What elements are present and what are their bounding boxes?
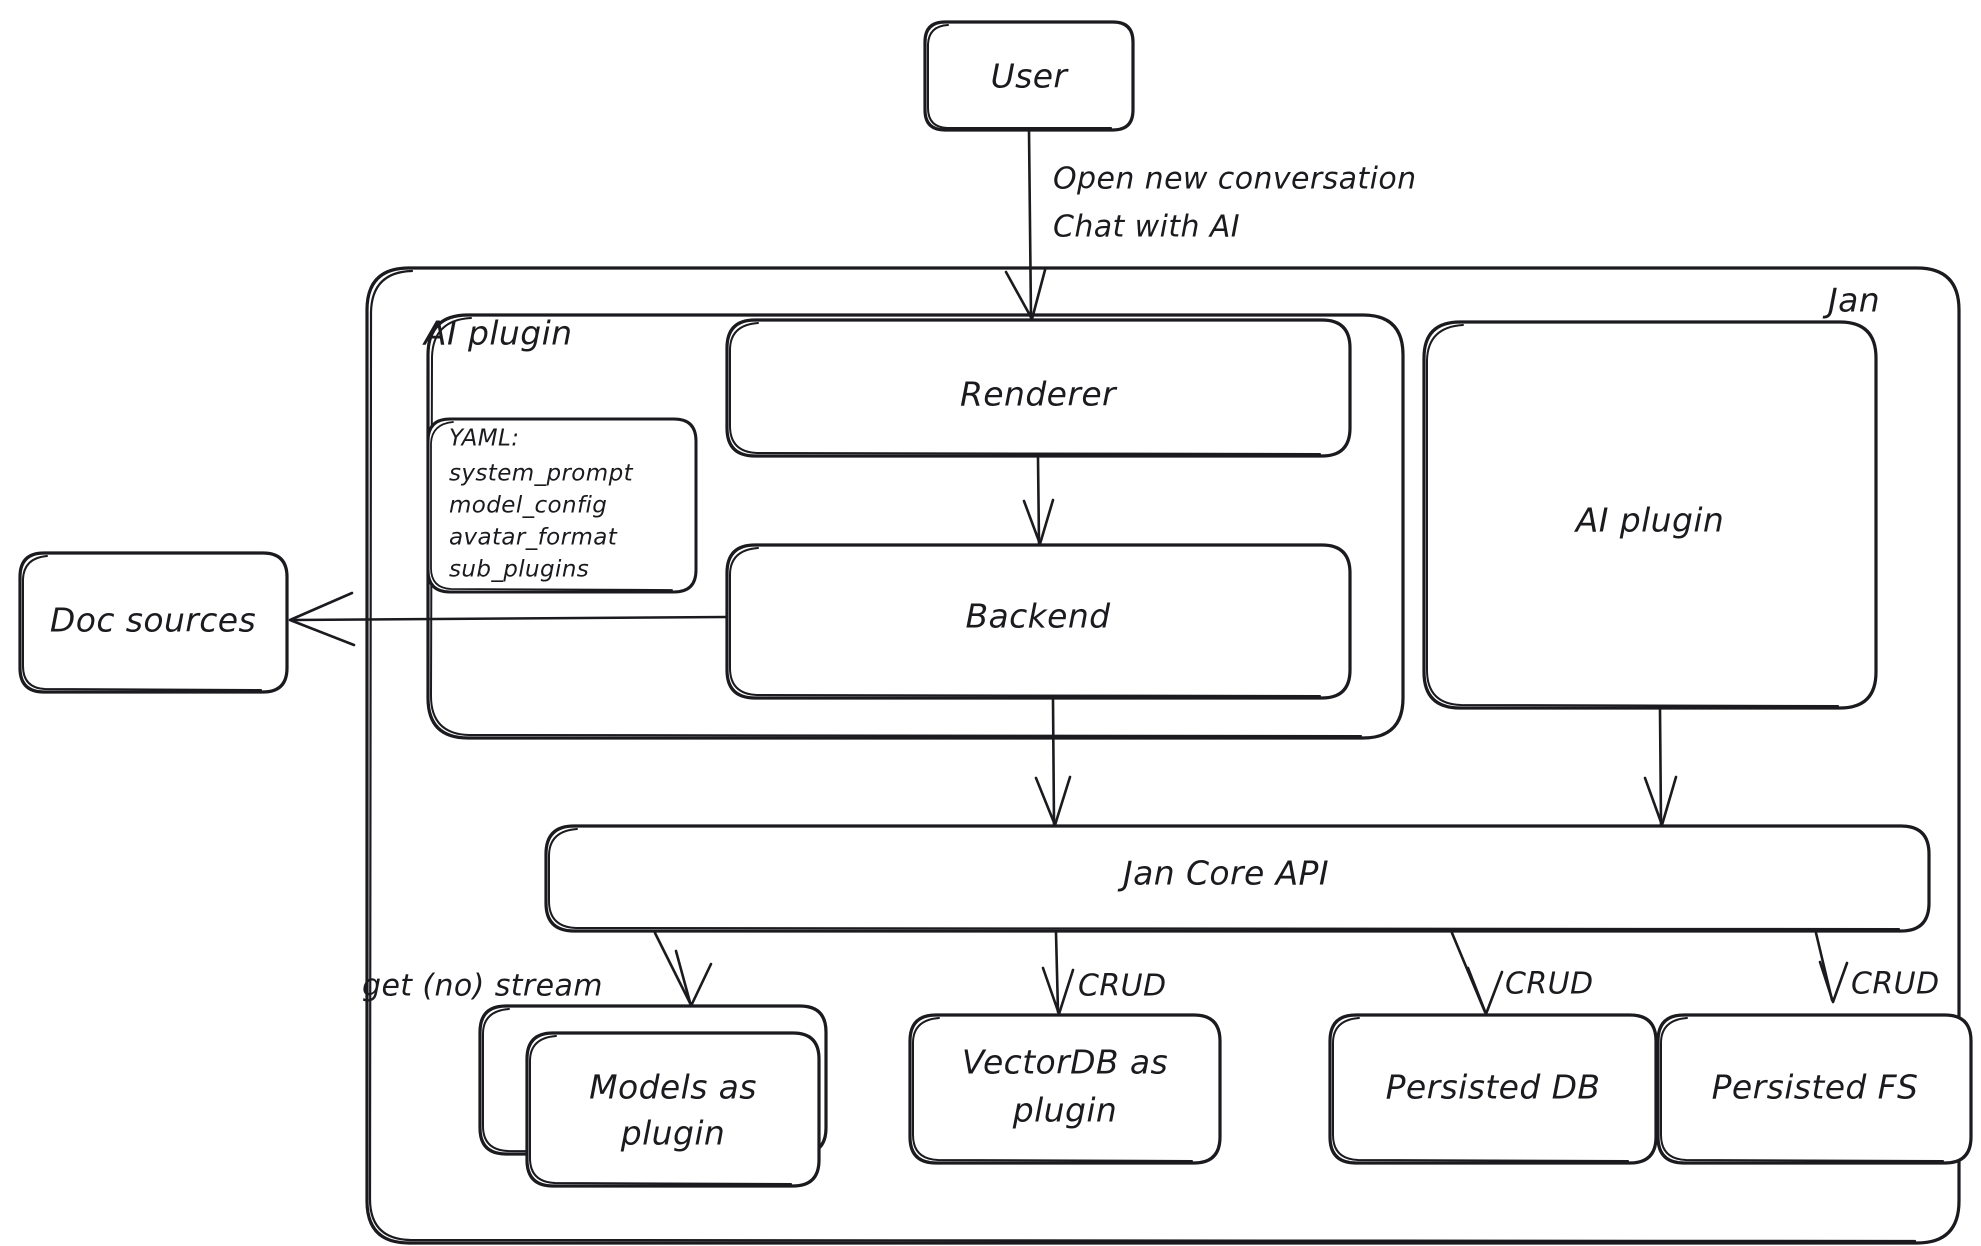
edge-core-to-persisted-db-label: CRUD — [1505, 967, 1593, 1002]
node-persisted-fs[interactable]: Persisted FS — [1656, 1013, 1973, 1165]
node-backend[interactable]: Backend — [725, 543, 1352, 700]
node-ai-plugin-box-label: AI plugin — [1574, 501, 1724, 540]
node-renderer[interactable]: Renderer — [725, 318, 1352, 458]
node-doc-sources-label: Doc sources — [50, 601, 256, 640]
node-persisted-db[interactable]: Persisted DB — [1328, 1013, 1658, 1165]
node-models-plugin-label-line1: Models as — [589, 1068, 757, 1107]
node-doc-sources[interactable]: Doc sources — [18, 551, 289, 694]
node-backend-label: Backend — [965, 597, 1111, 636]
node-persisted-db-label: Persisted DB — [1386, 1068, 1601, 1107]
group-ai-plugin-label: AI plugin — [422, 314, 572, 353]
yaml-line-3: avatar_format — [449, 525, 618, 551]
edge-core-to-vectordb-label: CRUD — [1078, 969, 1166, 1004]
edge-backend-to-core — [1034, 698, 1072, 827]
node-persisted-fs-label: Persisted FS — [1712, 1068, 1919, 1107]
yaml-line-2: model_config — [449, 493, 607, 519]
node-ai-plugin-box[interactable]: AI plugin — [1422, 320, 1878, 710]
edge-core-to-vectordb: CRUD — [1041, 931, 1166, 1016]
edge-renderer-to-backend — [1022, 456, 1055, 546]
node-yaml-card: YAML: system_prompt model_config avatar_… — [426, 417, 698, 594]
edge-backend-to-doc-sources — [288, 591, 728, 647]
edge-ai-plugin-to-core — [1643, 708, 1678, 827]
node-models-plugin[interactable]: Models as plugin — [478, 1004, 828, 1188]
node-jan-core-api-label: Jan Core API — [1117, 854, 1329, 893]
node-vectordb-plugin-label-line2: plugin — [1012, 1091, 1117, 1130]
node-jan-core-api[interactable]: Jan Core API — [544, 824, 1931, 933]
edge-core-to-models: get (no) stream — [362, 931, 713, 1008]
yaml-line-4: sub_plugins — [449, 557, 589, 583]
node-renderer-label: Renderer — [960, 375, 1118, 414]
edge-core-to-models-label: get (no) stream — [362, 969, 603, 1004]
edge-user-to-renderer-label-line2: Chat with AI — [1053, 210, 1240, 245]
node-user[interactable]: User — [923, 20, 1135, 132]
yaml-line-0: YAML: — [449, 426, 519, 452]
node-vectordb-plugin[interactable]: VectorDB as plugin — [908, 1013, 1222, 1165]
edge-core-to-persisted-db: CRUD — [1450, 931, 1593, 1016]
yaml-line-1: system_prompt — [449, 461, 634, 487]
edge-user-to-renderer-label-line1: Open new conversation — [1053, 162, 1417, 197]
edge-core-to-persisted-fs: CRUD — [1814, 931, 1939, 1004]
edge-user-to-renderer: Open new conversation Chat with AI — [1004, 129, 1417, 321]
node-user-label: User — [991, 57, 1070, 96]
edge-core-to-persisted-fs-label: CRUD — [1851, 967, 1939, 1002]
node-models-plugin-label-line2: plugin — [620, 1114, 725, 1153]
node-vectordb-plugin-label-line1: VectorDB as — [962, 1043, 1168, 1082]
group-jan-label: Jan — [1822, 281, 1880, 320]
